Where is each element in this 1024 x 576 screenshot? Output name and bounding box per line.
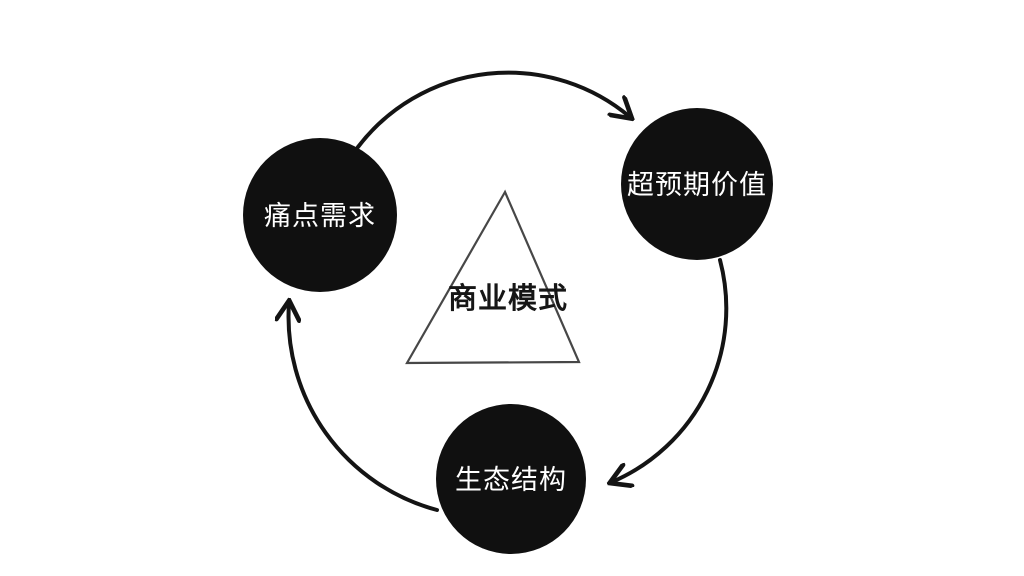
center-triangle <box>405 189 581 365</box>
arrow-pain-to-value <box>356 70 630 149</box>
center-label: 商业模式 <box>448 281 568 315</box>
node-circle-beyond-expectation-value <box>621 108 773 260</box>
node-label-ecosystem-structure: 生态结构 <box>455 465 567 496</box>
node-circle-pain-point-demand <box>243 138 397 292</box>
arrow-ecosystem-to-pain <box>289 303 439 512</box>
node-circle-ecosystem-structure <box>436 404 586 554</box>
node-label-pain-point-demand: 痛点需求 <box>264 201 376 232</box>
node-ecosystem-structure: 生态结构 <box>436 404 586 554</box>
node-label-beyond-expectation-value: 超预期价值 <box>627 170 767 201</box>
node-beyond-expectation-value: 超预期价值 <box>621 108 773 260</box>
arrow-value-to-ecosystem <box>612 258 729 482</box>
node-pain-point-demand: 痛点需求 <box>243 138 397 292</box>
